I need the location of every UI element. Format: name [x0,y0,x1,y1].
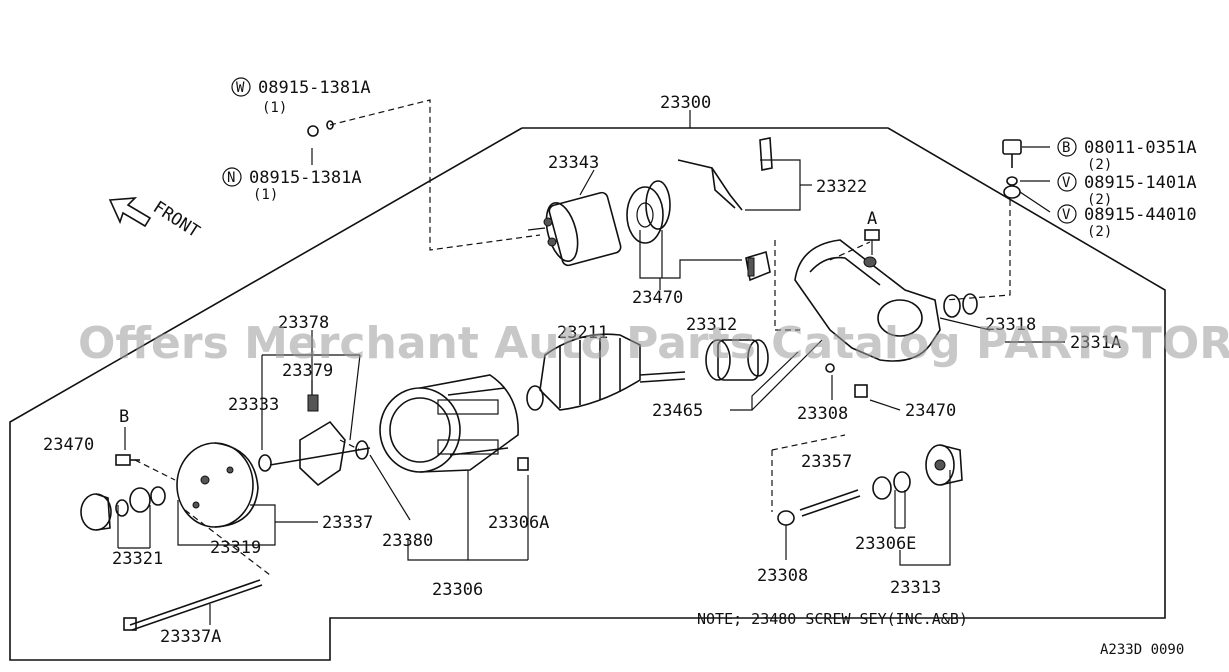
fastener-qty: (2) [1087,224,1112,240]
badge-circle [222,167,242,187]
part-label-23322: 23322 [816,177,867,197]
part-label-23379: 23379 [282,361,333,381]
bracket-part-top [745,250,771,282]
marker-a: A [867,209,877,229]
part-label-23470-left: 23470 [43,435,94,455]
badge-circle [231,77,251,97]
part-label-23306: 23306 [432,580,483,600]
fastener-code: 08915-1401A [1084,173,1197,193]
bushing-parts [943,293,978,318]
armature-part [526,333,686,411]
part-label-23306e: 23306E [855,534,916,554]
part-label-23300: 23300 [660,93,711,113]
part-label-23343: 23343 [548,153,599,173]
part-labels: 23300 23343 23322 23470 23318 2331A 2337… [43,93,1121,647]
part-label-23318: 23318 [985,315,1036,335]
dashed-leaders [134,99,1011,576]
marker-b: B [119,407,129,427]
badge-letter: N [227,170,235,186]
assembly-boundary [9,127,1166,661]
fastener-code: 08915-1381A [249,168,362,188]
part-label-23211: 23211 [557,323,608,343]
part-label-23337a: 23337A [160,627,221,647]
badge-circle [1057,204,1077,224]
end-frame-part [176,442,259,528]
leader-lines [117,110,1065,625]
brush-holder-part [258,394,371,487]
part-label-2331a: 2331A [1070,333,1121,353]
fastener-qty: (1) [253,187,278,203]
fastener-n: N 08915-1381A (1) [222,167,362,203]
part-label-23470-mid: 23470 [905,401,956,421]
part-label-23308-mid: 23308 [797,404,848,424]
part-label-23357: 23357 [801,452,852,472]
bolt-washer-parts [1002,139,1022,199]
part-label-23313: 23313 [890,578,941,598]
fastener-code: 08011-0351A [1084,138,1197,158]
part-label-23465: 23465 [652,401,703,421]
fastener-qty: (2) [1087,157,1112,173]
through-bolt-part [123,579,263,631]
solenoid-part [527,180,671,267]
fastener-code: 08915-1381A [258,78,371,98]
watermark-text: Offers Merchant Auto Parts Catalog PARTS… [78,318,1229,369]
part-label-23380: 23380 [382,531,433,551]
badge-circle [1057,172,1077,192]
part-label-23312: 23312 [686,315,737,335]
part-label-23470-top: 23470 [632,288,683,308]
badge-letter: W [236,80,245,96]
fastener-qty: (2) [1087,192,1112,208]
drive-housing-part [794,239,941,362]
front-label: FRONT [149,197,203,242]
part-label-23319: 23319 [210,538,261,558]
part-label-23306a: 23306A [488,513,549,533]
shift-lever-part [677,137,773,211]
badge-letter: V [1062,207,1071,223]
part-label-23378: 23378 [278,313,329,333]
badge-letter: V [1062,175,1071,191]
clutch-part [705,339,769,381]
badge-letter: B [1062,140,1070,156]
front-arrow: FRONT [108,197,203,242]
badge-circle [1057,137,1077,157]
pinion-part [777,444,963,526]
part-label-23321: 23321 [112,549,163,569]
fastener-code: 08915-44010 [1084,205,1197,225]
fastener-b: B 08011-0351A (2) [1057,137,1197,173]
diagram-note: NOTE; 23480 SCREW SEY(INC.A&B) [697,610,968,628]
diagram-code: A233D 0090 [1100,642,1184,658]
fastener-qty: (1) [262,100,287,116]
fastener-w: W 08915-1381A (1) [231,77,371,137]
fastener-v1: V 08915-1401A (2) [1057,172,1197,208]
fastener-v2: V 08915-44010 (2) [1057,204,1197,240]
yoke-part [379,374,519,473]
part-label-23308-low: 23308 [757,566,808,586]
part-label-23337: 23337 [322,513,373,533]
screw-parts [115,229,880,471]
cap-washer-parts [80,486,166,531]
part-label-23333: 23333 [228,395,279,415]
